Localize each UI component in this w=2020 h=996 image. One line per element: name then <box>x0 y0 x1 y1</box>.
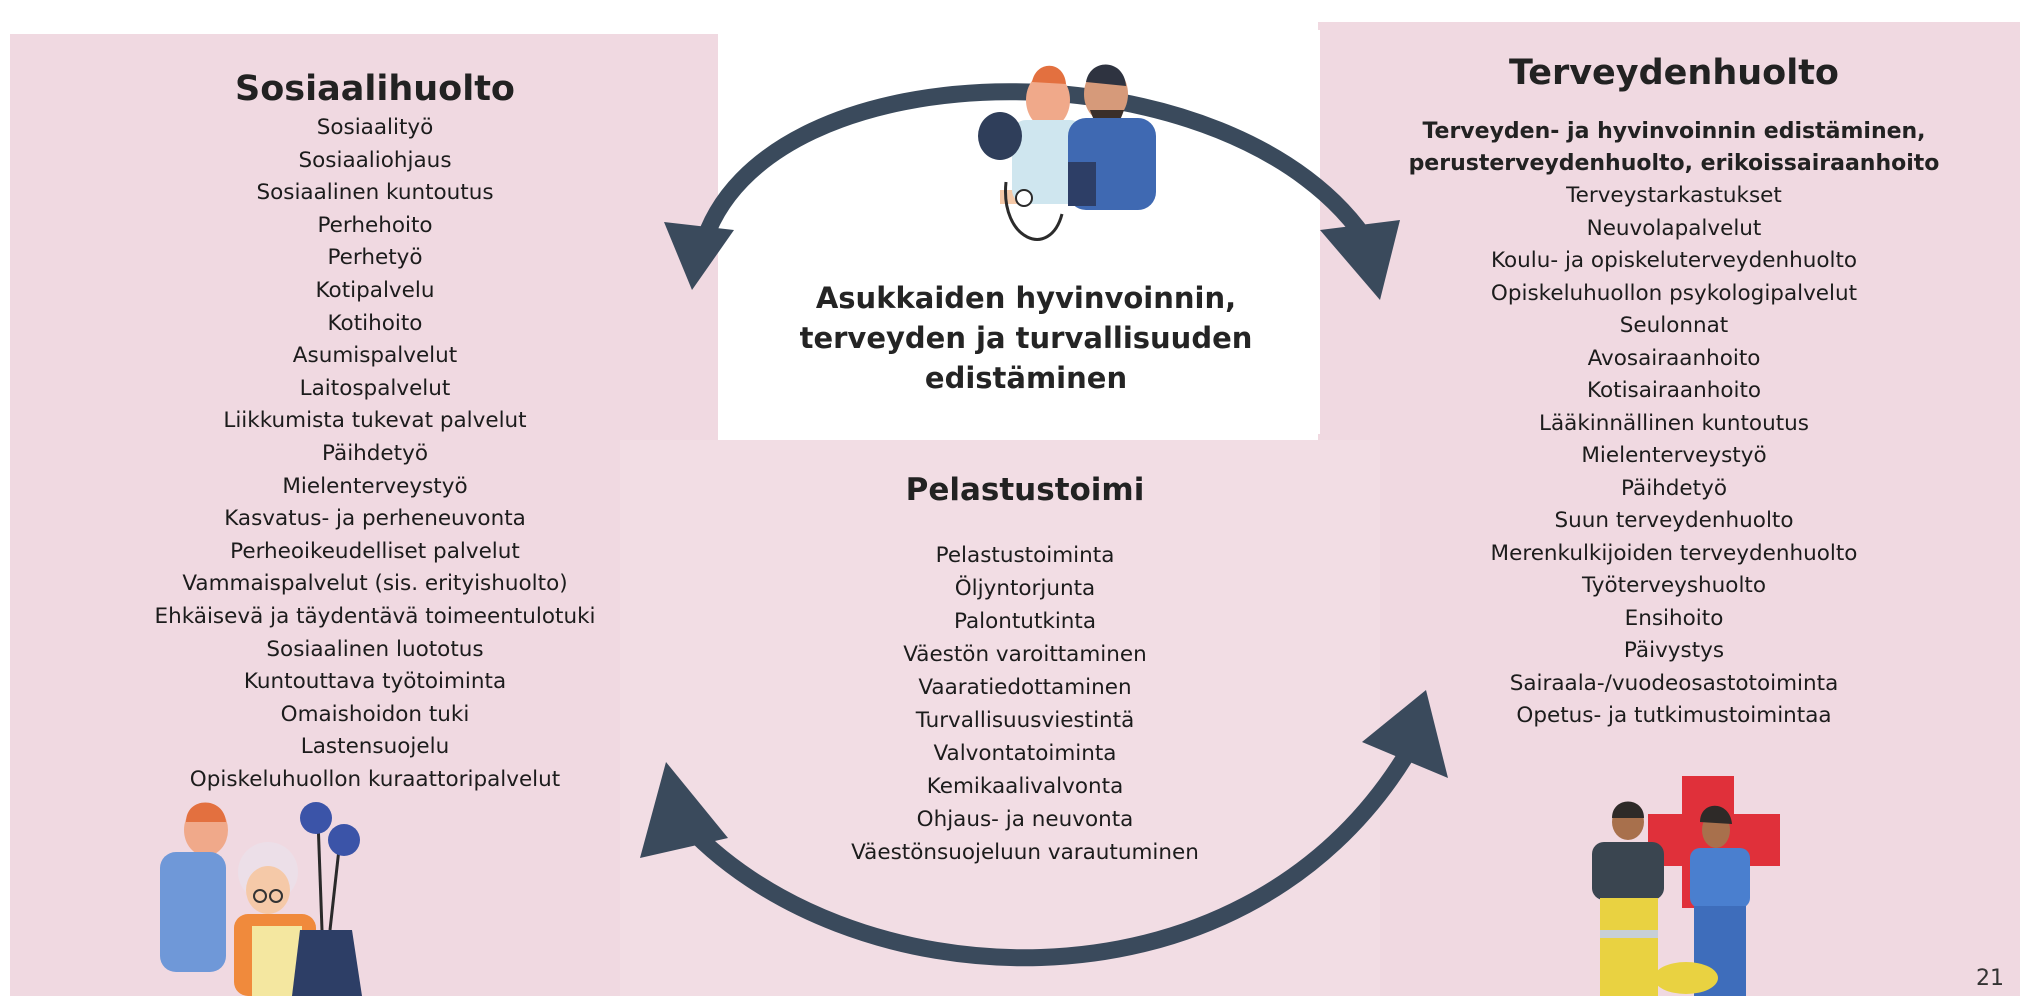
list-item: Laitospalvelut <box>299 375 451 401</box>
list-item: Perhetyö <box>327 245 423 271</box>
list-item: Turvallisuusviestintä <box>915 708 1135 733</box>
health-care-column: Terveydenhuolto Terveyden- ja hyvinvoinn… <box>1328 50 2020 733</box>
page-number: 21 <box>1976 966 2004 991</box>
list-item: Ohjaus- ja neuvonta <box>916 807 1134 832</box>
list-item: Omaishoidon tuki <box>280 701 470 727</box>
list-item: Opiskeluhuollon kuraattoripalvelut <box>189 766 561 792</box>
list-item: Neuvolapalvelut <box>1586 215 1762 241</box>
doctor-patient-illustration <box>978 64 1156 241</box>
top-left-arrowhead <box>664 222 734 290</box>
list-item: Avosairaanhoito <box>1587 345 1761 371</box>
list-item: Kemikaalivalvonta <box>926 774 1124 799</box>
list-item: Vammaispalvelut (sis. erityishuolto) <box>182 571 568 597</box>
social-care-heading: Sosiaalihuolto <box>235 69 515 109</box>
list-item: Ensihoito <box>1624 605 1724 631</box>
center-line: terveyden ja turvallisuuden <box>799 321 1253 355</box>
bottom-arc-arrow <box>673 747 1416 967</box>
list-item: Kuntouttava työtoiminta <box>243 669 507 695</box>
social-care-column: Sosiaalihuolto Sosiaalityö Sosiaaliohjau… <box>30 66 720 796</box>
list-item: Mielenterveystyö <box>1581 443 1767 468</box>
list-item: Päihdetyö <box>322 440 428 466</box>
list-item: Koulu- ja opiskeluterveydenhuolto <box>1490 248 1858 273</box>
center-line: Asukkaiden hyvinvoinnin, <box>815 281 1237 315</box>
health-care-subtitle-line: Terveyden- ja hyvinvoinnin edistäminen, <box>1422 119 1926 144</box>
list-item: Suun terveydenhuolto <box>1554 508 1794 533</box>
list-item: Liikkumista tukevat palvelut <box>223 408 527 434</box>
rescue-services-heading: Pelastustoimi <box>905 472 1145 508</box>
list-item: Työterveyshuolto <box>1582 573 1766 598</box>
health-care-subtitle-line: perusterveydenhuolto, erikoissairaanhoit… <box>1408 151 1940 176</box>
list-item: Sairaala-/vuodeosastotoiminta <box>1509 670 1839 696</box>
list-item: Sosiaaliohjaus <box>298 147 452 173</box>
list-item: Sosiaalinen kuntoutus <box>256 180 494 206</box>
list-item: Väestönsuojeluun varautuminen <box>851 840 1199 865</box>
top-arc-arrow <box>693 83 1378 251</box>
bottom-right-arrowhead <box>1362 690 1448 778</box>
list-item: Päihdetyö <box>1621 475 1727 501</box>
rescue-services-list: Pelastustoiminta Öljyntorjunta Palontutk… <box>790 539 1260 869</box>
list-item: Perhehoito <box>317 212 433 238</box>
health-care-list: Terveystarkastukset Neuvolapalvelut Koul… <box>1328 180 2020 733</box>
list-item: Päivystys <box>1623 638 1725 663</box>
list-item: Ehkäisevä ja täydentävä toimeentulotuki <box>154 603 596 629</box>
list-item: Lastensuojelu <box>300 734 450 760</box>
bottom-left-arrowhead <box>640 762 728 858</box>
list-item: Väestön varoittaminen <box>903 642 1147 667</box>
list-item: Kasvatus- ja perheneuvonta <box>224 506 526 532</box>
list-item: Palontutkinta <box>953 609 1097 634</box>
center-line: edistäminen <box>924 361 1128 395</box>
list-item: Vaaratiedottaminen <box>918 675 1132 700</box>
list-item: Sosiaalinen luototus <box>266 636 484 662</box>
list-item: Opiskeluhuollon psykologipalvelut <box>1490 280 1858 306</box>
list-item: Valvontatoiminta <box>933 741 1117 766</box>
health-care-heading: Terveydenhuolto <box>1509 53 1839 93</box>
list-item: Perheoikeudelliset palvelut <box>230 538 520 564</box>
list-item: Opetus- ja tutkimustoimintaa <box>1516 703 1832 728</box>
list-item: Merenkulkijoiden terveydenhuolto <box>1490 540 1858 566</box>
health-care-subtitle: Terveyden- ja hyvinvoinnin edistäminen, … <box>1328 116 2020 180</box>
social-care-panel <box>10 34 718 996</box>
list-item: Lääkinnällinen kuntoutus <box>1539 410 1809 436</box>
list-item: Öljyntorjunta <box>954 576 1096 601</box>
caregiver-elderly-illustration <box>160 802 362 996</box>
list-item: Mielenterveystyö <box>282 473 468 499</box>
rescue-services-column: Pelastustoimi Pelastustoiminta Öljyntorj… <box>790 468 1260 869</box>
list-item: Seulonnat <box>1619 313 1729 338</box>
list-item: Sosiaalityö <box>316 115 434 140</box>
center-goal-title: Asukkaiden hyvinvoinnin, terveyden ja tu… <box>732 278 1320 398</box>
list-item: Kotipalvelu <box>315 277 435 303</box>
list-item: Kotihoito <box>327 310 423 336</box>
paramedics-illustration <box>1592 776 1780 996</box>
list-item: Asumispalvelut <box>292 343 458 369</box>
list-item: Kotisairaanhoito <box>1586 378 1762 403</box>
list-item: Pelastustoiminta <box>935 543 1115 568</box>
list-item: Terveystarkastukset <box>1566 183 1782 208</box>
social-care-list: Sosiaalityö Sosiaaliohjaus Sosiaalinen k… <box>30 112 720 796</box>
top-right-arrowhead <box>1320 220 1400 300</box>
